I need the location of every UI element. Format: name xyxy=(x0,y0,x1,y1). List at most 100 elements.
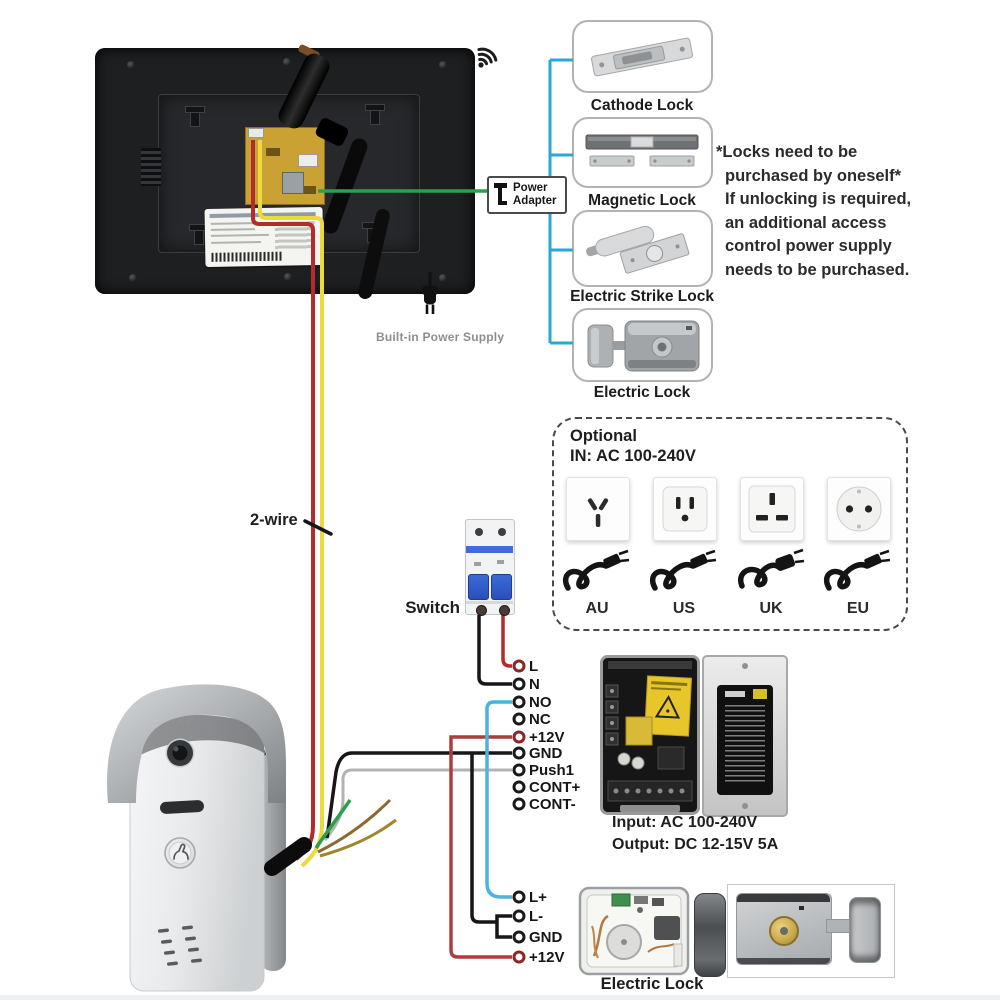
magnetic-lock-image xyxy=(572,117,713,188)
terminal-rings-bottom xyxy=(512,890,526,964)
socket-eu xyxy=(827,477,891,541)
screw xyxy=(283,58,291,66)
breaker-toggle xyxy=(468,574,489,600)
plug-label-us: US xyxy=(672,600,696,617)
plug-label-uk: UK xyxy=(759,600,783,617)
locks-note: *Locks need to be purchased by oneself* … xyxy=(716,141,956,282)
power-cord-us xyxy=(649,549,717,591)
screw xyxy=(439,61,447,69)
electric-strike-lock-label: Electric Strike Lock xyxy=(570,288,714,305)
power-supply-input-label: Input: AC 100-240V xyxy=(612,814,758,831)
electric-lock-top-label: Electric Lock xyxy=(593,384,691,401)
terminal-CONT-minus: CONT- xyxy=(529,796,576,813)
barcode xyxy=(211,251,284,262)
two-wire-pointer xyxy=(303,519,333,536)
power-adapter-box: Power Adapter xyxy=(487,176,567,214)
note-line: control power supply xyxy=(725,237,892,255)
plug-label-eu: EU xyxy=(846,600,870,617)
electric-lock-drawing xyxy=(587,320,700,372)
terminal-L: L xyxy=(529,658,539,675)
optional-subtitle: IN: AC 100-240V xyxy=(570,447,696,465)
brass-cylinder xyxy=(769,916,799,946)
power-cord-eu xyxy=(823,549,891,591)
whisker-brown2 xyxy=(319,818,397,858)
built-in-power-supply-label: Built-in Power Supply xyxy=(376,330,505,344)
pcb-ic xyxy=(304,186,316,194)
note-line: purchased by oneself* xyxy=(725,166,902,185)
circuit-breaker xyxy=(465,519,515,616)
note-line: *Locks need to be xyxy=(716,143,858,161)
power-supply-open-case xyxy=(600,655,700,815)
bottom-strip xyxy=(0,995,1000,1000)
power-cord-au xyxy=(562,549,630,591)
assembled-lock-body xyxy=(736,893,832,965)
speaker-grille xyxy=(141,148,161,186)
gray-wire-push1 xyxy=(323,768,512,841)
circuit-board xyxy=(245,127,325,205)
magnetic-lock-label: Magnetic Lock xyxy=(588,192,696,209)
note-line: If unlocking is required, xyxy=(725,190,912,208)
whisker-green xyxy=(314,799,352,849)
terminal-GND-bottom: GND xyxy=(529,929,563,946)
cover-label xyxy=(717,685,773,795)
red-wire-12v xyxy=(449,735,512,959)
electric-lock-open-case xyxy=(578,886,690,976)
terminal-NO: NO xyxy=(529,694,552,711)
speaker-holes xyxy=(157,925,202,966)
cathode-lock-image xyxy=(572,20,713,93)
note-line: needs to be purchased. xyxy=(725,260,910,279)
indoor-monitor-rear xyxy=(95,43,475,301)
whisker-brown1 xyxy=(317,798,392,854)
pcb-chip xyxy=(282,172,304,194)
screw xyxy=(127,61,135,69)
blue-wire-no-lplus xyxy=(485,700,512,899)
plug-label-au: AU xyxy=(585,600,609,617)
terminal-GND: GND xyxy=(529,745,563,762)
switch-label: Switch xyxy=(405,598,460,617)
optional-title: Optional xyxy=(570,427,637,445)
terminal-12v: +12V xyxy=(529,729,565,746)
adapter-plug-icon xyxy=(494,183,507,205)
terminal-N: N xyxy=(529,676,540,693)
power-plug-icon xyxy=(422,272,438,314)
mounting-keyhole xyxy=(189,224,209,245)
black-wires xyxy=(325,609,512,939)
power-adapter-label-1: Power xyxy=(513,182,548,194)
mounting-keyhole xyxy=(365,104,385,125)
power-cord-uk xyxy=(737,548,805,589)
breaker-toggle xyxy=(491,574,512,600)
terminal-L-plus: L+ xyxy=(529,889,547,906)
terminal-rings-top xyxy=(512,659,526,811)
power-supply-cover xyxy=(702,655,788,817)
electric-lock-image xyxy=(572,308,713,382)
two-wire-label: 2-wire xyxy=(250,511,298,529)
screw xyxy=(284,273,292,281)
socket-us xyxy=(653,477,717,541)
lock-striker-part xyxy=(694,893,726,977)
red-wire-switch-L xyxy=(501,609,512,668)
terminal-L-minus: L- xyxy=(529,908,544,925)
pcb-ic xyxy=(266,148,280,156)
assembled-lock-box xyxy=(727,884,895,978)
pcb-connector xyxy=(298,154,318,167)
pcb-connector xyxy=(248,128,264,138)
lock-keeper xyxy=(849,897,881,963)
power-adapter-label-2: Adapter xyxy=(513,195,557,207)
terminal-12v-bottom: +12V xyxy=(529,949,565,966)
electric-strike-lock-image xyxy=(572,210,713,287)
mounting-keyhole xyxy=(185,106,205,127)
terminal-CONT-plus: CONT+ xyxy=(529,779,581,796)
electric-strike-lock-drawing xyxy=(586,225,690,274)
power-supply-output-label: Output: DC 12-15V 5A xyxy=(612,836,779,853)
optional-plugs-box: Optional IN: AC 100-240V xyxy=(552,417,908,631)
socket-uk xyxy=(740,477,804,541)
electric-lock-bottom-label: Electric Lock xyxy=(600,975,704,993)
terminal-NC: NC xyxy=(529,711,551,728)
camera-lens xyxy=(165,738,195,768)
socket-au xyxy=(566,477,630,541)
wifi-icon xyxy=(477,47,498,68)
note-line: an additional access xyxy=(725,213,887,232)
cathode-lock-drawing xyxy=(591,37,693,77)
screw xyxy=(129,274,137,282)
